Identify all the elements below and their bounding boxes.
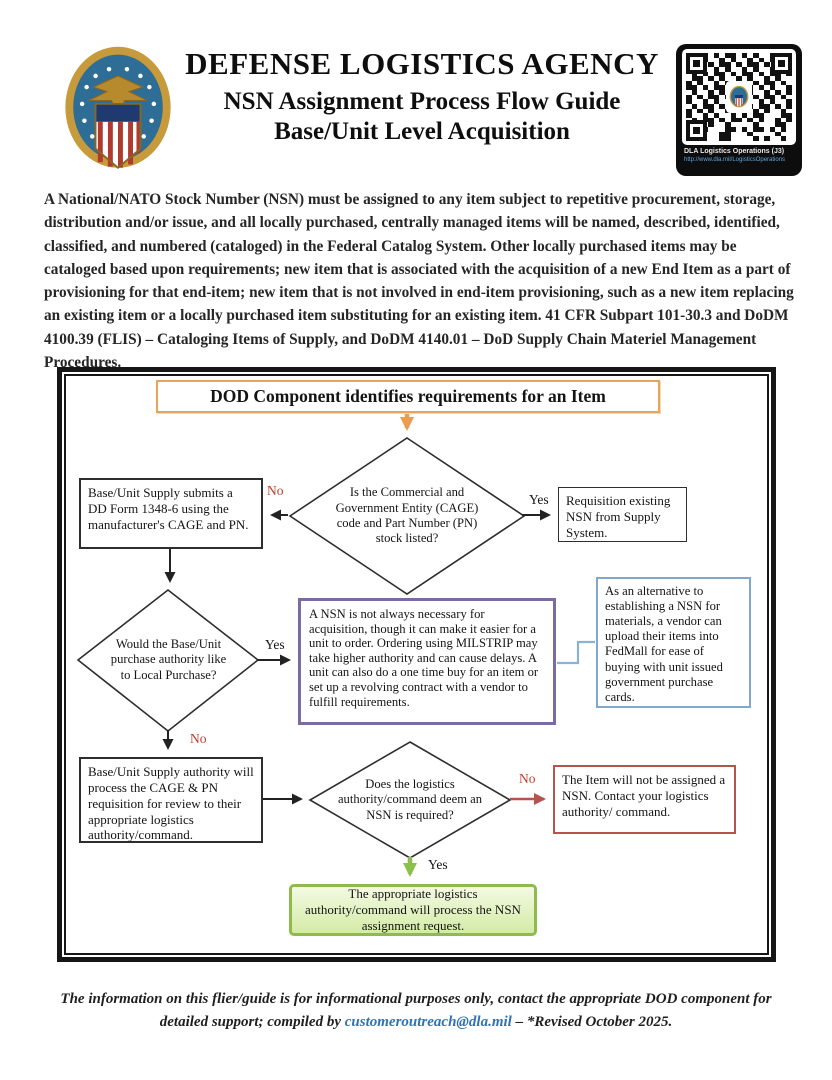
qr-finder-icon [686,120,707,141]
label-yes-2: Yes [265,637,285,652]
flowchart-frame [57,367,776,962]
page-subtitle: NSN Assignment Process Flow Guide [223,88,621,115]
qr-code: DLA Logistics Operations (J3) http://www… [676,44,802,176]
footer-text-before: The information on this flier/guide is f… [60,991,772,1031]
qr-finder-icon [771,53,792,74]
box-requisition-existing-nsn: Requisition existing NSN from Supply Sys… [558,487,687,542]
label-no-2: No [190,731,207,746]
label-yes-1: Yes [529,492,549,507]
note-fedmall-alternative: As an alternative to establishing a NSN … [596,577,751,708]
qr-url: http://www.dla.mil/LogisticsOperations [684,156,786,163]
qr-center-logo-icon [726,81,752,113]
label-yes-3: Yes [428,857,448,872]
box-supply-authority-process: Base/Unit Supply authority will process … [79,757,263,843]
box-item-not-assigned: The Item will not be assigned a NSN. Con… [553,765,736,834]
label-no-3: No [519,771,536,786]
intro-paragraph: A National/NATO Stock Number (NSN) must … [44,191,794,372]
footer-note: The information on this flier/guide is f… [56,988,776,1035]
box-nsn-assignment-processed: The appropriate logistics authority/comm… [289,884,537,936]
page-title: DEFENSE LOGISTICS AGENCY [185,46,659,81]
qr-caption: DLA Logistics Operations (J3) [684,148,785,155]
dla-seal-logo [65,46,171,169]
email-link[interactable]: customeroutreach@dla.mil [344,1014,512,1031]
decision-nsn-required: Does the logistics authority/command dee… [337,776,483,822]
page-subtitle-2: Base/Unit Level Acquisition [274,118,570,145]
label-no-1: No [267,483,284,498]
decision-local-purchase: Would the Base/Unit purchase authority l… [110,636,227,682]
box-dd-form-1348: Base/Unit Supply submits a DD Form 1348-… [79,478,263,549]
flowchart-title-banner: DOD Component identifies requirements fo… [156,380,660,413]
header-titles: DEFENSE LOGISTICS AGENCY NSN Assignment … [172,46,672,146]
decision-cage-pn-listed: Is the Commercial and Government Entity … [335,485,479,546]
qr-finder-icon [686,53,707,74]
note-nsn-not-always-necessary: A NSN is not always necessary for acquis… [298,598,556,725]
footer-text-after: – *Revised October 2025. [511,1014,673,1031]
